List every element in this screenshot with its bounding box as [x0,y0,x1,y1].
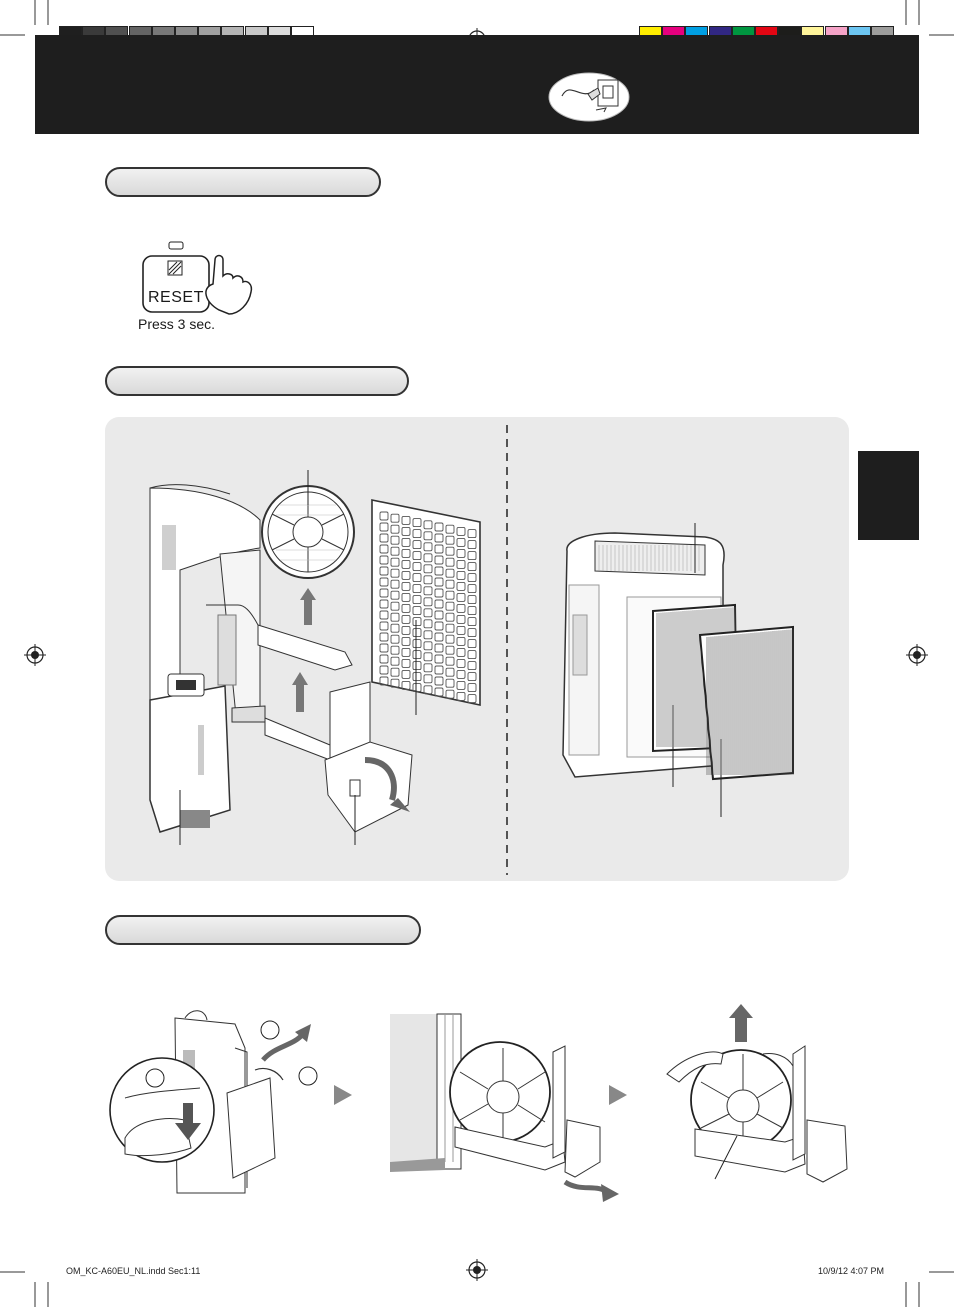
registration-mark-icon [466,1259,488,1281]
play-arrow-icon [609,1085,627,1105]
header-band [35,35,919,134]
registration-mark-icon [906,644,928,666]
side-tab [858,451,919,540]
removal-step-1-illustration [105,1008,330,1198]
reset-button-illustration [142,241,253,315]
main-filters-illustration [555,515,815,825]
section-heading-removal [105,915,421,945]
removal-step-2-illustration [390,1012,619,1202]
removal-step-3-illustration [665,1004,865,1204]
unplug-icon [548,72,630,122]
reset-button-caption: Press 3 sec. [138,316,216,332]
footer-date: 10/9/12 4:07 PM [818,1266,885,1276]
section-heading-filters [105,366,409,396]
panel-divider [506,425,508,875]
humidifier-parts-illustration [140,460,500,860]
reset-button-label[interactable]: RESET [148,289,204,306]
play-arrow-icon [334,1085,352,1105]
registration-mark-icon [24,644,46,666]
section-heading-reset [105,167,381,197]
footer-file: OM_KC-A60EU_NL.indd Sec1:11 [66,1266,201,1276]
